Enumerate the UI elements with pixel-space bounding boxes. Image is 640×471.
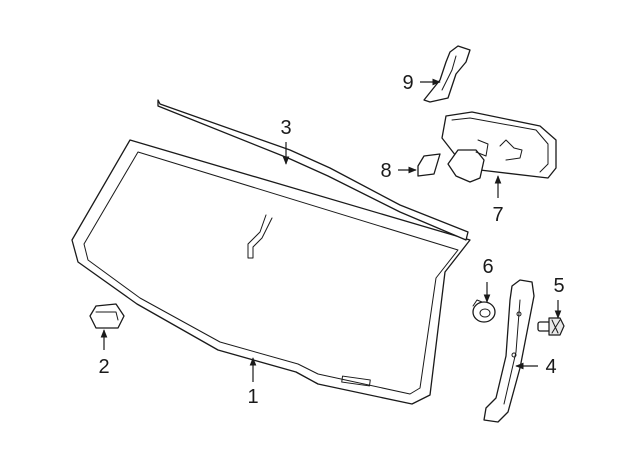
mirror-mount-cover[interactable] bbox=[423, 45, 471, 103]
callout-9: 9 bbox=[402, 72, 413, 94]
callout-1: 1 bbox=[247, 386, 258, 408]
windshield-molding[interactable] bbox=[157, 99, 469, 241]
callout-7: 7 bbox=[492, 204, 503, 226]
sensor-bracket[interactable] bbox=[89, 303, 125, 329]
screw-fastener[interactable] bbox=[537, 317, 565, 336]
callout-8: 8 bbox=[380, 160, 391, 182]
rear-view-mirror[interactable] bbox=[441, 111, 557, 183]
windshield-glass[interactable] bbox=[71, 139, 471, 405]
callout-3: 3 bbox=[280, 117, 291, 139]
callout-2: 2 bbox=[98, 356, 109, 378]
callout-5: 5 bbox=[553, 275, 564, 297]
retainer-clip[interactable] bbox=[472, 299, 496, 323]
callout-4: 4 bbox=[545, 356, 556, 378]
adhesive-pad[interactable] bbox=[417, 153, 441, 177]
pillar-garnish[interactable] bbox=[483, 279, 535, 423]
callout-6: 6 bbox=[482, 256, 493, 278]
